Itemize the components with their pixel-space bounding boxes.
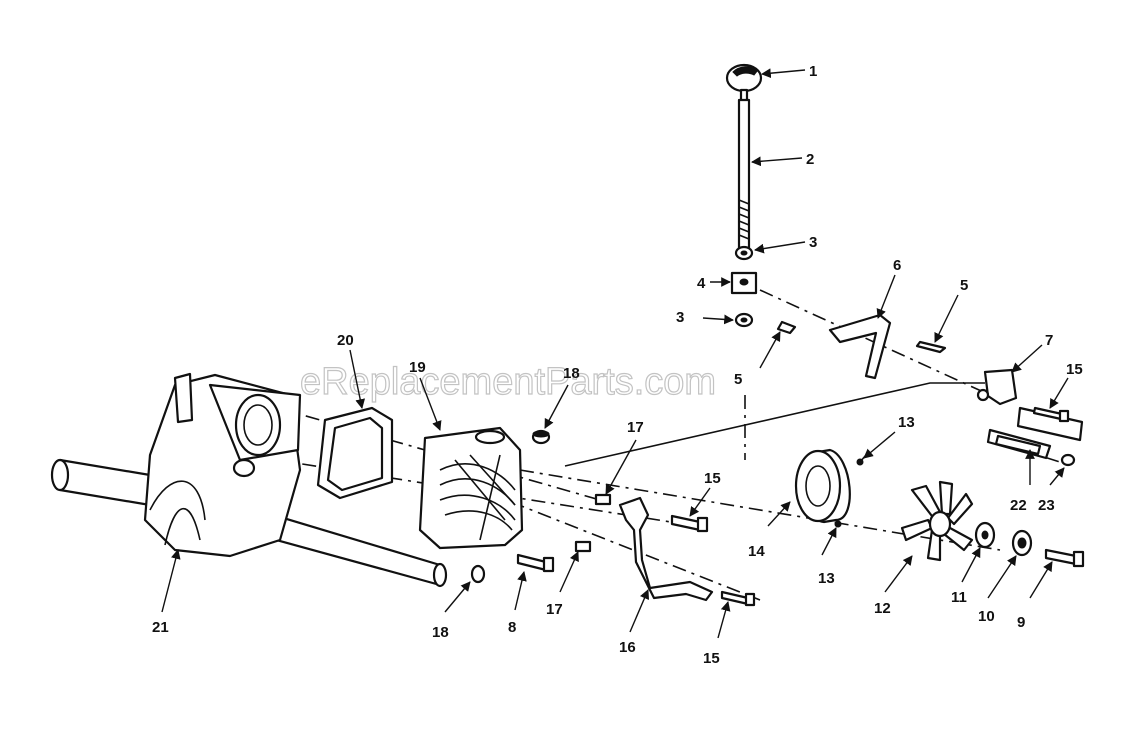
washer-11 xyxy=(974,521,996,549)
watermark: eReplacementParts.com xyxy=(300,361,716,403)
callout-20: 20 xyxy=(337,332,354,349)
callout-14: 14 xyxy=(748,543,765,560)
callout-22: 22 xyxy=(1010,497,1027,514)
bolt-15-middle xyxy=(670,514,709,533)
shift-lever-rod xyxy=(737,98,751,252)
pin-13-upper xyxy=(856,454,867,466)
pin-13-lower xyxy=(834,520,842,528)
shift-knob xyxy=(725,63,763,104)
callout-5-right: 5 xyxy=(960,277,968,294)
shift-fork-16 xyxy=(618,496,714,602)
lever-block xyxy=(730,271,758,295)
plug-18-lower xyxy=(470,564,486,584)
bolt-15-lower xyxy=(720,590,756,607)
nut-23 xyxy=(1060,453,1076,467)
dowel-17-lower xyxy=(574,540,592,553)
callout-1: 1 xyxy=(809,63,817,80)
cooling-fan xyxy=(900,480,974,562)
dowel-17-upper xyxy=(594,493,612,506)
callout-6: 6 xyxy=(893,257,901,274)
callout-4: 4 xyxy=(697,275,706,292)
transaxle-housing xyxy=(50,372,448,588)
shift-linkage-rod xyxy=(564,382,985,467)
callout-17-upper: 17 xyxy=(627,419,644,436)
callout-16: 16 xyxy=(619,639,636,656)
pulley xyxy=(794,448,851,524)
callout-labels: 1 2 3 3 4 5 5 6 7 8 9 10 11 12 13 13 14 … xyxy=(152,63,1083,667)
leader-lines xyxy=(161,68,1069,639)
callout-9: 9 xyxy=(1017,614,1025,631)
callout-15-lower: 15 xyxy=(703,650,720,667)
lever-nut-upper xyxy=(734,245,754,261)
bolt-15-upper-right xyxy=(1032,406,1070,423)
callout-21: 21 xyxy=(152,619,169,636)
spring-pins-5 xyxy=(776,320,947,354)
transmission-cover xyxy=(418,426,524,550)
callout-19: 19 xyxy=(409,359,426,376)
bolt-8 xyxy=(516,553,555,573)
callout-3-upper: 3 xyxy=(809,234,817,251)
callout-13-lower: 13 xyxy=(818,570,835,587)
callout-12: 12 xyxy=(874,600,891,617)
plug-18-upper xyxy=(531,429,551,445)
callout-3-lower: 3 xyxy=(676,309,684,326)
callout-8: 8 xyxy=(508,619,516,636)
bolt-9 xyxy=(1044,548,1085,568)
callout-23: 23 xyxy=(1038,497,1055,514)
callout-11: 11 xyxy=(951,589,967,606)
lever-nut-lower xyxy=(734,312,754,328)
callout-15-middle: 15 xyxy=(704,470,721,487)
callout-18-lower: 18 xyxy=(432,624,449,641)
callout-15-right: 15 xyxy=(1066,361,1083,378)
callout-2: 2 xyxy=(806,151,814,168)
callout-7: 7 xyxy=(1045,332,1053,349)
callout-10: 10 xyxy=(978,608,995,625)
shift-arm xyxy=(828,313,892,380)
callout-5-left: 5 xyxy=(734,371,742,388)
callout-13-upper: 13 xyxy=(898,414,915,431)
callout-18-upper: 18 xyxy=(563,365,580,382)
lock-washer-10 xyxy=(1011,529,1033,557)
callout-17-lower: 17 xyxy=(546,601,563,618)
cover-gasket xyxy=(316,406,394,500)
